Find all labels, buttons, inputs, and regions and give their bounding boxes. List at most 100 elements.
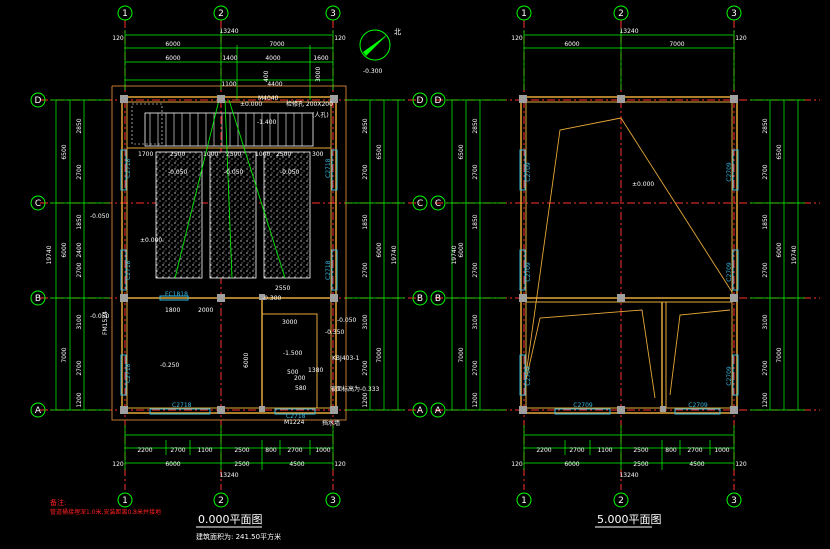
dim-bot: 2200 [137,447,152,454]
svg-text:3000: 3000 [315,67,322,82]
svg-text:6500: 6500 [458,144,465,159]
svg-text:1850: 1850 [76,214,83,229]
bubble-label: 3 [731,9,737,19]
dim-seg-a: 6000 [165,55,180,62]
svg-text:120: 120 [511,35,523,42]
room-small [261,313,318,409]
svg-text:C2709: C2709 [573,402,593,409]
svg-text:C2709: C2709 [726,366,733,386]
svg-text:2700: 2700 [362,262,369,277]
dim-bot2: 4500 [289,461,304,468]
svg-text:2500: 2500 [226,151,241,158]
svg-text:2700: 2700 [472,164,479,179]
outer-wall [121,96,337,414]
right-plan: 1 2 3 1 2 3 D C B A 13240 6000 7000 120 … [430,5,820,528]
bubble-label: 1 [521,9,527,19]
svg-text:2850: 2850 [362,118,369,133]
dim-bot: 1100 [197,447,212,454]
dim-bot: 800 [265,447,277,454]
window-left-1 [120,149,127,191]
window-label: C2718 [325,158,332,178]
svg-text:6500: 6500 [376,144,383,159]
bubble-label: C [35,199,41,209]
dim-right-total: 19740 [391,245,398,264]
window-label: C2718 [125,158,132,178]
window-bottom-2 [274,408,316,415]
bubble-top-1 [117,5,133,21]
bubble-label: C [435,199,441,209]
elev-label: -0.050 [90,313,110,320]
svg-text:2700: 2700 [76,262,83,277]
dim-bot: 1000 [315,447,330,454]
svg-text:2500: 2500 [276,151,291,158]
dim-h1100: 1100 [221,81,236,88]
svg-text:C2709: C2709 [726,162,733,182]
svg-text:1380: 1380 [308,367,323,374]
window-label: C2718 [286,413,306,420]
bubble-label: A [435,406,442,416]
svg-text:1000: 1000 [714,447,729,454]
bubble-bot-1 [117,492,133,508]
svg-text:2700: 2700 [762,262,769,277]
elev-label: ±0.000 [632,181,654,188]
dim-edge: 120 [112,35,124,42]
svg-text:C2709: C2709 [525,162,532,182]
bubble-label: C [417,199,423,209]
svg-text:2000: 2000 [198,307,213,314]
elev-label: -1.500 [283,350,303,357]
plan-title-right: 5.000平面图 [597,513,662,526]
svg-text:1200: 1200 [472,392,479,407]
svg-text:2400: 2400 [76,242,83,257]
svg-text:2550: 2550 [275,285,290,292]
elev-label: -0.050 [168,169,188,176]
stairs [131,103,314,147]
elev-label: -1.400 [257,119,277,126]
svg-text:2850: 2850 [762,118,769,133]
svg-text:2850: 2850 [76,118,83,133]
bubble-label: 2 [618,9,624,19]
svg-text:13240: 13240 [619,472,638,479]
dim-top-sub: 1400 [222,55,237,62]
dim-seg-a: 6000 [165,41,180,48]
bubble-label: D [435,96,442,106]
svg-text:1200: 1200 [76,392,83,407]
svg-text:2700: 2700 [362,360,369,375]
svg-text:13240: 13240 [619,28,638,35]
svg-text:M4040: M4040 [258,95,279,102]
svg-text:C2709: C2709 [726,262,733,282]
svg-text:2700: 2700 [472,262,479,277]
site-boundary [111,85,347,421]
dim-left-total: 19740 [46,245,53,264]
svg-text:4500: 4500 [689,461,704,468]
north-label: 北 [394,28,401,36]
bubble-label: 1 [122,496,128,506]
plan-title-left: 0.000平面图 [198,513,263,526]
svg-text:120: 120 [511,461,523,468]
svg-text:2700: 2700 [472,360,479,375]
svg-text:6000: 6000 [776,242,783,257]
svg-text:1850: 1850 [362,214,369,229]
svg-text:19740: 19740 [451,245,458,264]
elev-label: -0.050 [280,169,300,176]
door-label: FM1524 [102,311,109,335]
svg-text:6000: 6000 [243,353,250,368]
elev-label: ±0.000 [240,101,262,108]
svg-text:19740: 19740 [791,245,798,264]
bubble-label: 3 [330,496,336,506]
bubble-top-3 [325,5,341,21]
dim-edge: 120 [334,461,346,468]
svg-text:3100: 3100 [76,314,83,329]
bubble-label: D [35,96,42,106]
elev-label: -0.300 [363,68,383,75]
dim-left-part: 6000 [61,242,68,257]
svg-text:200: 200 [294,375,306,382]
pool-3 [263,151,311,279]
note-title: 备注: [50,498,66,507]
dim-left-part: 7000 [61,347,68,362]
pool-1 [155,151,203,279]
svg-text:6000: 6000 [458,242,465,257]
inner-wall [126,101,332,409]
bubble-label: 1 [122,9,128,19]
elev-label: -0.350 [325,329,345,336]
